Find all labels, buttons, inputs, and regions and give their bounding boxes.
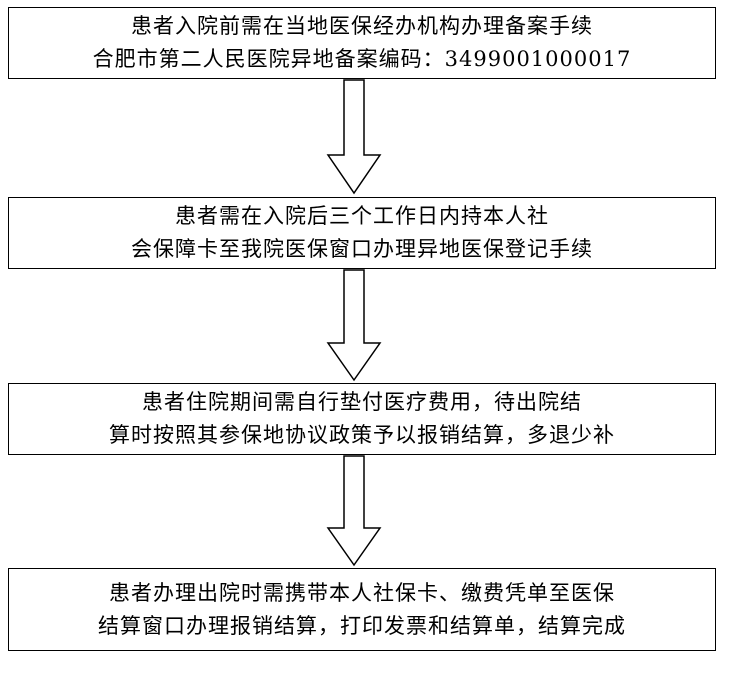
flow-step-3: 患者住院期间需自行垫付医疗费用，待出院结 算时按照其参保地协议政策予以报销结算，… [8, 383, 716, 455]
flow-step-3-line-2: 算时按照其参保地协议政策予以报销结算，多退少补 [109, 423, 615, 447]
flow-step-4-line-2: 结算窗口办理报销结算，打印发票和结算单，结算完成 [98, 613, 626, 638]
flow-step-3-line-1: 患者住院期间需自行垫付医疗费用，待出院结 [142, 390, 582, 414]
flow-step-1-line-1: 患者入院前需在当地医保经办机构办理备案手续 [131, 14, 593, 38]
down-arrow-icon [324, 79, 384, 197]
down-arrow-icon [324, 455, 384, 568]
flow-step-4-line-1: 患者办理出院时需携带本人社保卡、缴费凭单至医保 [109, 580, 615, 605]
down-arrow-icon [324, 269, 384, 383]
flow-step-2-line-2: 会保障卡至我院医保窗口办理异地医保登记手续 [131, 237, 593, 261]
flow-step-2: 患者需在入院后三个工作日内持本人社 会保障卡至我院医保窗口办理异地医保登记手续 [8, 197, 716, 269]
flow-step-1-line-2: 合肥市第二人民医院异地备案编码：3499001000017 [92, 47, 632, 71]
flow-step-2-line-1: 患者需在入院后三个工作日内持本人社 [175, 204, 549, 228]
flow-step-4: 患者办理出院时需携带本人社保卡、缴费凭单至医保 结算窗口办理报销结算，打印发票和… [8, 568, 716, 651]
flow-step-1: 患者入院前需在当地医保经办机构办理备案手续 合肥市第二人民医院异地备案编码：34… [8, 7, 716, 79]
